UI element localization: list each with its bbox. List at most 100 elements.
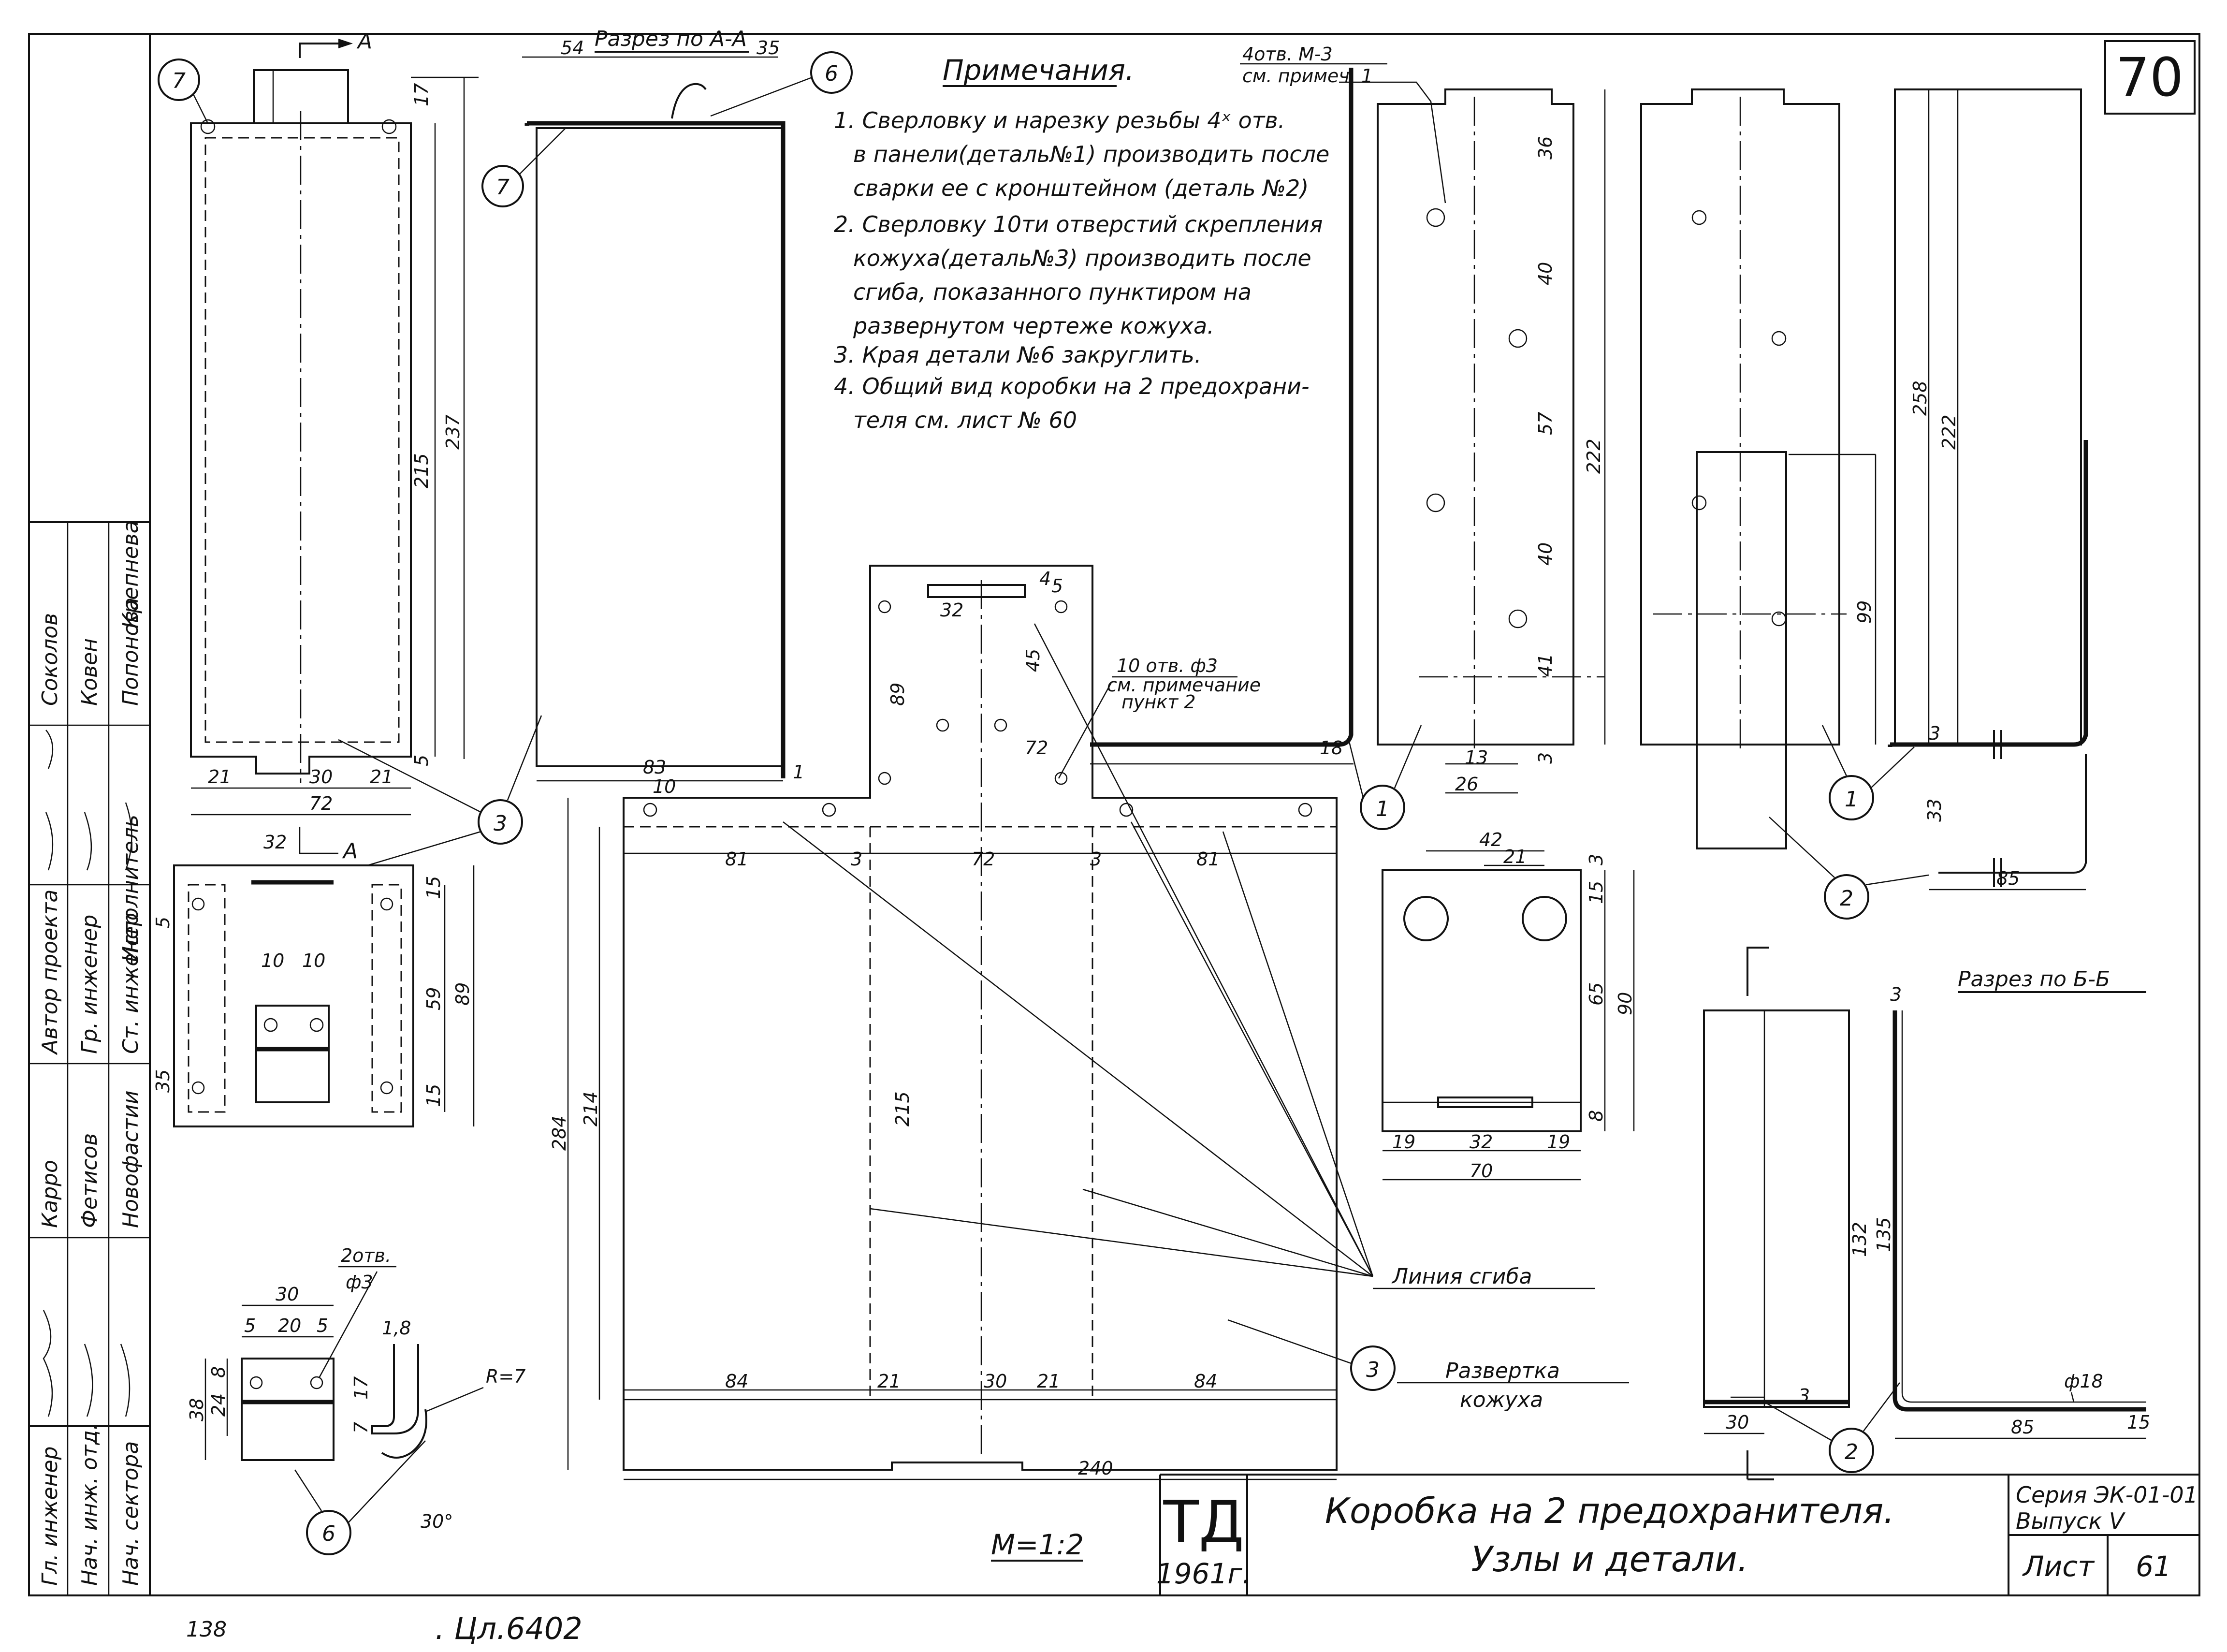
view-front: А 17 215 237 5 21 30 21 72 7 — [158, 29, 479, 816]
stamp-role: Нач. сектора — [118, 1441, 143, 1586]
svg-text:А: А — [356, 29, 372, 54]
svg-text:32: 32 — [940, 599, 963, 621]
view-section-bb: Разрез по Б-Б 3 132 135 30 3 85 ф18 15 2 — [1703, 947, 2150, 1480]
svg-text:8: 8 — [1586, 1110, 1607, 1122]
stamp-name: Карро — [38, 1160, 62, 1228]
svg-text:70: 70 — [1470, 1160, 1493, 1182]
note-line: 3. Края детали №6 закруглить. — [834, 342, 1201, 368]
svg-text:5: 5 — [317, 1315, 328, 1336]
svg-text:30: 30 — [309, 766, 333, 788]
svg-text:1,8: 1,8 — [382, 1317, 411, 1339]
callout-2: 2 — [1840, 886, 1853, 911]
svg-text:30: 30 — [1726, 1412, 1749, 1433]
stamp-role: Ст. инженер — [118, 913, 143, 1054]
svg-text:72: 72 — [309, 793, 333, 814]
svg-text:3: 3 — [1586, 854, 1607, 865]
svg-text:32: 32 — [263, 832, 287, 853]
svg-text:R=7: R=7 — [486, 1366, 525, 1387]
svg-text:15: 15 — [1586, 881, 1607, 904]
callout-6: 6 — [322, 1521, 335, 1546]
svg-text:см. примечание: см. примечание — [1107, 674, 1261, 696]
svg-text:89: 89 — [452, 982, 473, 1006]
svg-text:2отв.: 2отв. — [341, 1245, 391, 1266]
svg-text:215: 215 — [411, 453, 432, 488]
svg-text:3: 3 — [851, 848, 862, 870]
stamp-name: Ковен — [77, 638, 102, 706]
stamp-role: Нач. инж. отд. — [77, 1423, 102, 1586]
title-block: ТД 1961г. Коробка на 2 предохранителя. У… — [1156, 1474, 2199, 1595]
svg-text:15: 15 — [423, 876, 444, 899]
svg-text:21: 21 — [877, 1371, 901, 1392]
svg-text:ф18: ф18 — [2064, 1371, 2103, 1392]
svg-text:54: 54 — [561, 37, 584, 58]
stamp-name: Фетисов — [77, 1133, 102, 1228]
svg-text:3: 3 — [1890, 984, 1902, 1005]
svg-text:72: 72 — [1025, 737, 1048, 759]
svg-text:89: 89 — [887, 683, 908, 706]
svg-text:1: 1 — [793, 761, 804, 783]
view-detail-6: 30 5 20 5 38 24 8 2отв. ф3 1,8 17 7 R=7 … — [186, 1245, 525, 1555]
footer-code: . Цл.6402 — [435, 1611, 582, 1646]
unfold-label-2: кожуха — [1460, 1388, 1543, 1412]
svg-text:21: 21 — [1037, 1371, 1060, 1392]
callout-1: 1 — [1845, 787, 1858, 812]
view-section-aa: Разрез по А-А 54 35 83 1 6 7 — [481, 27, 853, 783]
svg-text:38: 38 — [186, 1398, 207, 1421]
svg-text:132: 132 — [1849, 1222, 1870, 1257]
svg-text:17: 17 — [411, 83, 432, 106]
stamp-role: Исполнитель — [118, 815, 143, 962]
svg-text:10 отв. ф3: 10 отв. ф3 — [1117, 655, 1218, 676]
svg-text:7: 7 — [350, 1422, 372, 1433]
svg-text:215: 215 — [892, 1091, 913, 1126]
note-line: кожуха(деталь№3) производить после — [853, 245, 1311, 271]
note-line: 4. Общий вид коробки на 2 предохрани- — [834, 373, 1310, 399]
callout-2: 2 — [1845, 1440, 1858, 1464]
svg-text:36: 36 — [1535, 136, 1556, 160]
svg-text:15: 15 — [2127, 1412, 2150, 1433]
scale-label: М=1:2 — [991, 1528, 1084, 1561]
svg-text:15: 15 — [423, 1084, 444, 1107]
issue-label: Выпуск V — [2016, 1508, 2126, 1534]
callout-3: 3 — [494, 811, 507, 836]
svg-text:21: 21 — [1503, 846, 1527, 867]
svg-text:84: 84 — [1194, 1371, 1217, 1392]
stamp-name: Попонова — [118, 598, 143, 706]
svg-text:35: 35 — [757, 37, 780, 58]
stamp-mark: ТД — [1163, 1489, 1244, 1556]
svg-text:26: 26 — [1455, 774, 1478, 795]
svg-text:284: 284 — [549, 1115, 570, 1151]
svg-text:см. примеч. 1: см. примеч. 1 — [1242, 65, 1373, 87]
svg-text:10: 10 — [261, 950, 284, 971]
svg-text:99: 99 — [1854, 600, 1875, 624]
note-line: сгиба, показанного пунктиром на — [853, 279, 1252, 305]
note-line: в панели(деталь№1) производить после — [853, 141, 1329, 167]
note-line: развернутом чертеже кожуха. — [853, 313, 1214, 339]
svg-text:21: 21 — [370, 766, 393, 788]
svg-text:135: 135 — [1873, 1217, 1894, 1252]
notes-title: Примечания. — [943, 54, 1134, 87]
svg-text:42: 42 — [1479, 829, 1502, 850]
svg-text:84: 84 — [725, 1371, 748, 1392]
svg-text:30: 30 — [276, 1284, 299, 1305]
svg-text:57: 57 — [1535, 412, 1556, 435]
svg-text:30: 30 — [984, 1371, 1007, 1392]
svg-text:5: 5 — [1051, 575, 1063, 597]
stamp-year: 1961г. — [1156, 1557, 1252, 1590]
svg-text:3: 3 — [1929, 723, 1940, 744]
svg-text:8: 8 — [208, 1366, 229, 1378]
section-bb-label: Разрез по Б-Б — [1958, 967, 2110, 992]
svg-text:33: 33 — [1924, 799, 1945, 822]
callout-7: 7 — [172, 69, 186, 93]
svg-text:35: 35 — [152, 1069, 174, 1093]
svg-text:258: 258 — [1909, 380, 1931, 416]
svg-text:3: 3 — [1090, 848, 1102, 870]
view-panel: 4отв. М-3 см. примеч. 1 72 18 36 40 57 4… — [1025, 44, 1606, 830]
svg-text:19: 19 — [1547, 1131, 1570, 1153]
section-aa-label: Разрез по А-А — [595, 27, 747, 51]
svg-text:81: 81 — [725, 848, 748, 870]
svg-text:222: 222 — [1583, 439, 1604, 474]
bend-line-label: Линия сгиба — [1391, 1264, 1532, 1289]
callout-3-circle — [478, 799, 523, 845]
